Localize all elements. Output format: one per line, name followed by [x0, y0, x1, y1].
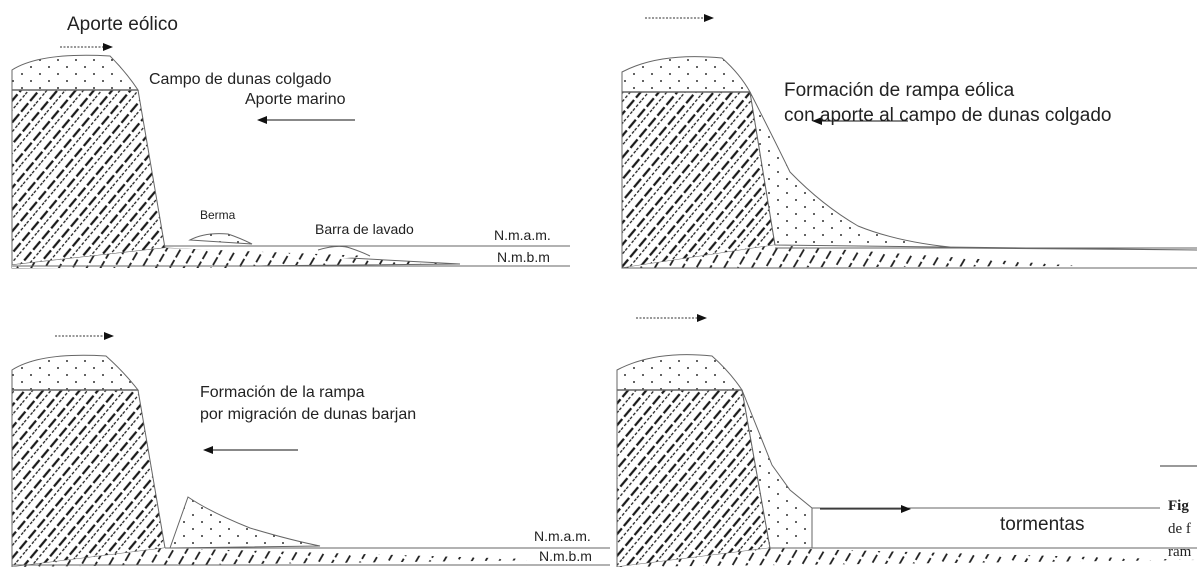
barchan-caption-line1: Formación de la rampa	[200, 384, 365, 401]
washover-bar	[317, 245, 371, 257]
hanging-dune	[621, 56, 751, 93]
hanging-dune	[616, 354, 743, 391]
hanging-dune	[11, 54, 139, 91]
caption-line1: Fig	[1168, 498, 1189, 514]
caption-line3: ram	[1168, 544, 1192, 560]
cliff	[616, 389, 1197, 567]
marine-label: Aporte marino	[245, 91, 346, 108]
panel-top-right: Formación de rampa eólica con aporte al …	[621, 14, 1197, 269]
barchan-ramp	[169, 496, 321, 549]
low-sea-label: N.m.b.m	[539, 548, 592, 564]
caption-line2: de f	[1168, 521, 1191, 537]
storm-label: tormentas	[1000, 514, 1084, 535]
panel-top-left: Aporte eólico Campo de dunas colgado Apo…	[11, 14, 570, 269]
panel-bottom-left: Formación de la rampa por migración de d…	[11, 332, 610, 567]
barchan-caption-line2: por migración de dunas barjan	[200, 406, 416, 423]
beach-platform	[11, 247, 461, 269]
berm-label: Berma	[200, 208, 236, 222]
panel-bottom-right: tormentas	[616, 314, 1197, 567]
dune-label: Campo de dunas colgado	[149, 71, 331, 88]
cliff	[11, 89, 166, 266]
wind-label: Aporte eólico	[67, 14, 178, 35]
low-sea-label: N.m.b.m	[497, 249, 550, 265]
figure-caption: Fig de f ram	[1160, 465, 1197, 560]
hanging-dune	[11, 354, 140, 391]
ramp-caption-line2: con aporte al campo de dunas colgado	[784, 105, 1111, 126]
eolian-ramp	[749, 91, 1197, 251]
high-sea-label: N.m.a.m.	[534, 528, 591, 544]
washover-label: Barra de lavado	[315, 221, 414, 237]
ramp-caption-line1: Formación de rampa eólica	[784, 80, 1015, 101]
berm	[188, 233, 253, 245]
eroded-ramp	[741, 389, 1160, 549]
high-sea-label: N.m.a.m.	[494, 227, 551, 243]
